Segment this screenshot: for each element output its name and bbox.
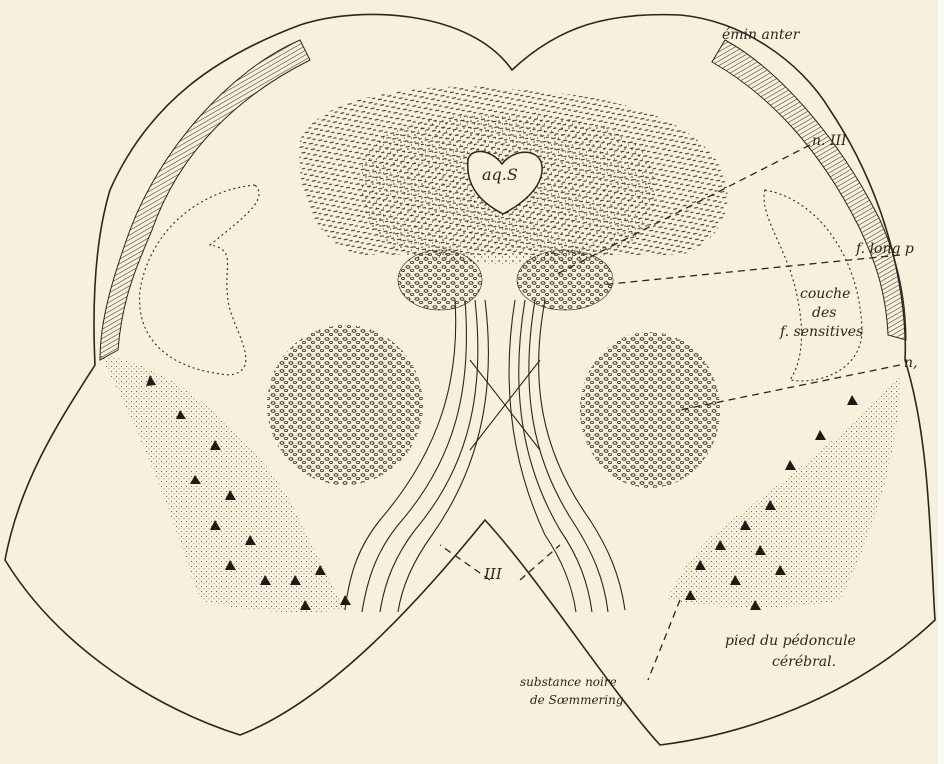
label-n-III-top: n. III [812, 134, 847, 149]
label-des: des [812, 306, 836, 321]
page-edge [938, 0, 944, 764]
oculomotor-nucleus-left [398, 250, 482, 310]
left-lemniscus-band [100, 40, 310, 360]
label-f-sensitives: f. sensitives [780, 325, 863, 340]
label-couche: couche [800, 287, 850, 302]
label-n-right: n, [904, 356, 917, 371]
label-III-bottom: III [484, 566, 502, 583]
oculomotor-nucleus-right [517, 250, 613, 310]
label-pied-du-pedoncule: pied du pédoncule [725, 634, 856, 649]
red-nucleus-left [267, 325, 423, 485]
label-aqueduct: aq.S [482, 166, 518, 184]
label-emin-anter: émin anter [722, 28, 799, 43]
red-nucleus-right [580, 332, 720, 488]
label-de-soemmering: de Sœmmering. [530, 694, 627, 707]
label-cerebral: cérébral. [772, 655, 836, 670]
label-substance-noire: substance noire [520, 676, 617, 689]
label-f-long-p: f. long p [856, 242, 914, 257]
